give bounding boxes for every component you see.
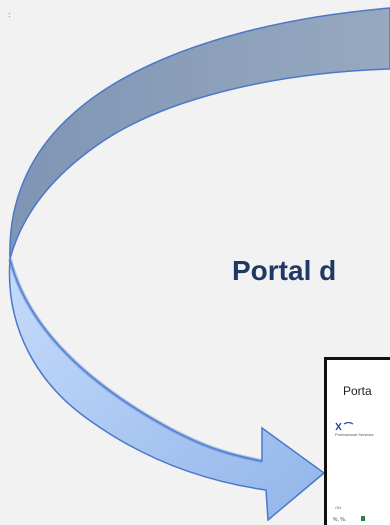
arrow-top-band [9,7,390,260]
thumbnail-green-block [361,516,365,521]
arrow-bottom-band [8,258,326,522]
thumbnail-tag: ON [335,505,341,510]
corner-marker: : [8,10,11,19]
thumbnail-mini-chart: %. %. [333,516,365,522]
thumbnail-caption: Professional Services [335,432,374,437]
portal-thumbnail: Porta Professional Services ON %. %. [324,357,390,525]
thumbnail-title: Porta [343,384,372,398]
thumbnail-footer: %. %. [333,517,346,522]
page-title: Portal d [232,255,337,286]
company-logo [335,422,354,431]
arrow-shadow-edge [8,258,263,463]
